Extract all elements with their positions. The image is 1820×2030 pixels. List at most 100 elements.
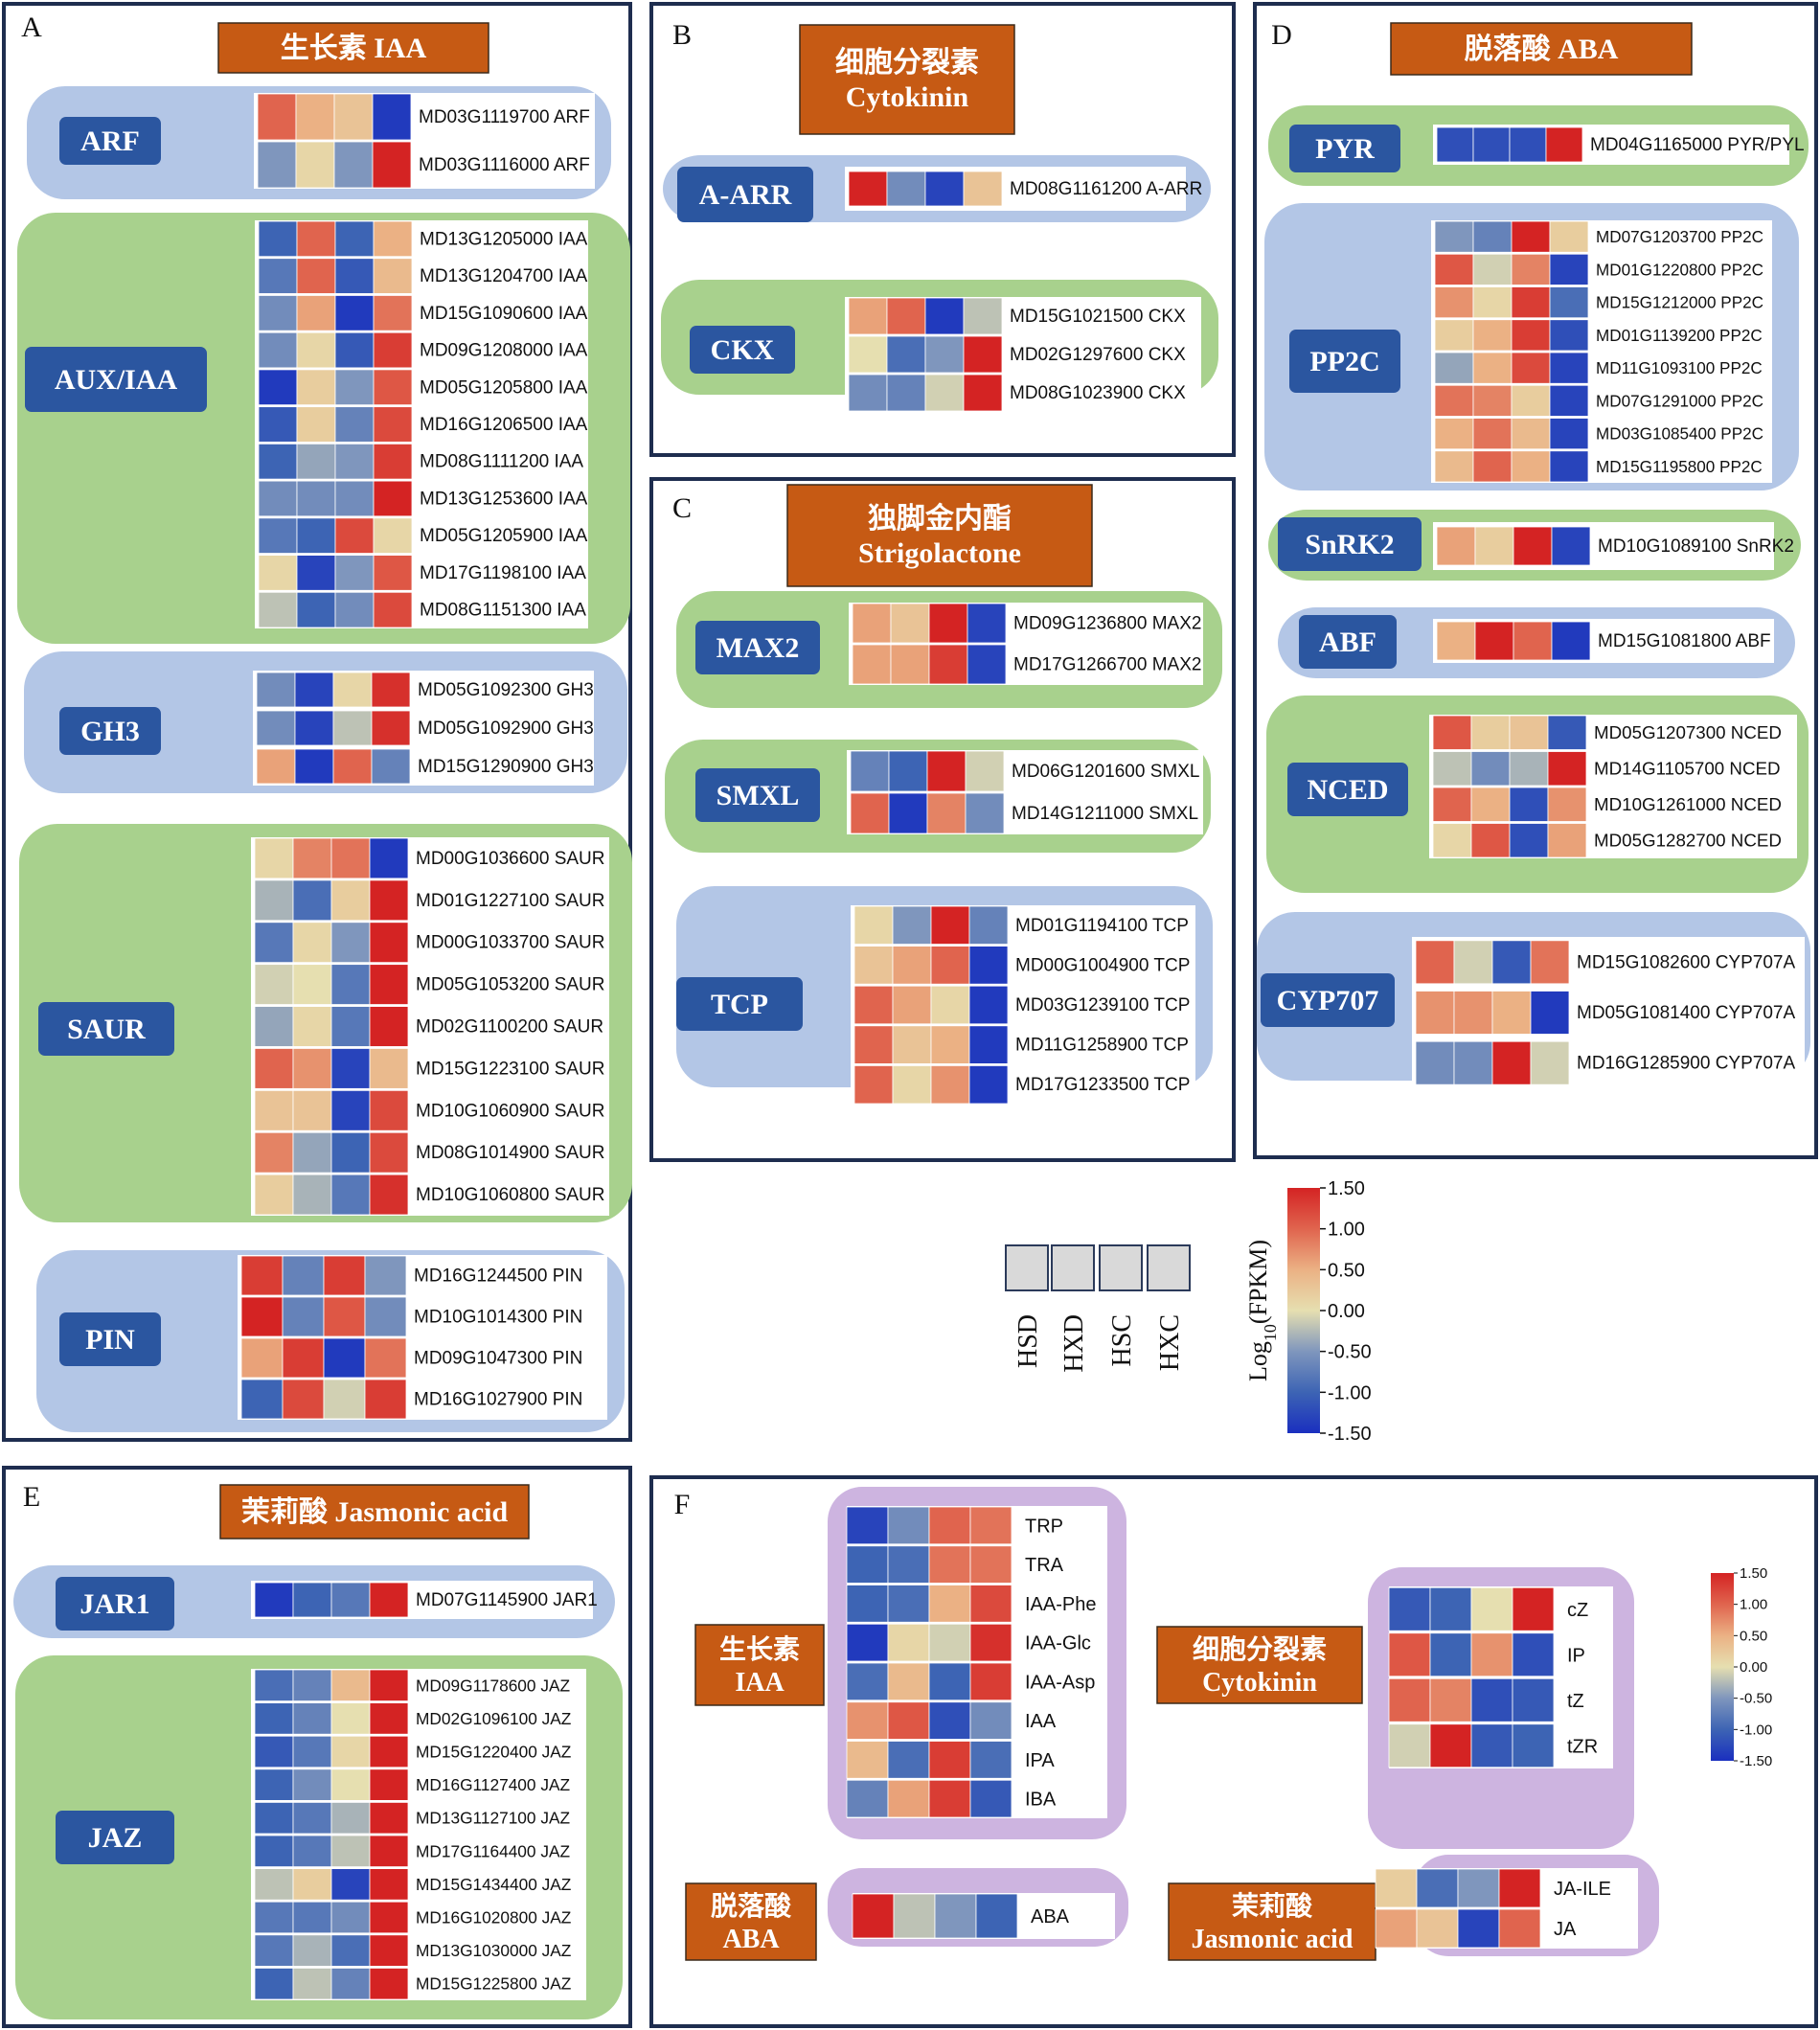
gene-label: MD05G1207300 NCED	[1594, 722, 1782, 742]
metabolite-label: tZ	[1567, 1691, 1584, 1712]
heatmap-cell	[1530, 940, 1570, 985]
gene-label: MD05G1081400 CYP707A	[1577, 1003, 1795, 1023]
heatmap-cell	[373, 406, 413, 443]
heatmap-cell	[373, 555, 413, 591]
heatmap-cell	[254, 1934, 294, 1967]
gene-label: MD08G1111200 IAA	[420, 452, 583, 472]
heatmap-cell	[296, 480, 336, 517]
panel-d-label-abf: ABF	[1319, 627, 1376, 658]
heatmap-cell	[294, 672, 334, 708]
heatmap-cell	[372, 93, 412, 141]
panel-f-title: Cytokinin	[1202, 1668, 1317, 1698]
heatmap-cell	[1549, 220, 1589, 253]
heatmap-cell	[848, 335, 888, 374]
heatmap-cell	[292, 1006, 332, 1047]
gene-label: MD03G1085400 PP2C	[1596, 425, 1763, 444]
heatmap-cell	[256, 710, 296, 746]
heatmap-cell	[1511, 220, 1551, 253]
heatmap-cell	[1470, 715, 1511, 750]
panel-c-label-box-smxl	[695, 768, 820, 822]
heatmap-cell	[254, 1582, 294, 1618]
panel-f-frame	[649, 1475, 1818, 2028]
heatmap-cell	[323, 1379, 366, 1420]
colorbar-tick-label: 1.00	[1328, 1220, 1365, 1241]
heatmap-cell	[292, 837, 332, 879]
panel-c-letter: C	[672, 492, 692, 524]
heatmap-cell	[258, 443, 298, 480]
heatmap-cell	[371, 672, 411, 708]
heatmap-cell	[292, 1802, 332, 1835]
heatmap-cell	[256, 672, 296, 708]
heatmap-cell	[371, 710, 411, 746]
panel-e-label-jar1: JAR1	[80, 1588, 149, 1620]
heatmap-cell	[373, 517, 413, 554]
heatmap-cell	[1429, 1586, 1472, 1631]
gene-label: MD09G1047300 PIN	[414, 1349, 582, 1369]
heatmap-cell	[254, 1735, 294, 1768]
gene-label: MD05G1092300 GH3	[418, 680, 594, 700]
heatmap-cell	[1547, 823, 1587, 858]
heatmap-cell	[928, 1623, 971, 1662]
gene-label: MD11G1258900 TCP	[1015, 1036, 1189, 1056]
heatmap-cell	[887, 1506, 930, 1545]
heatmap-cell	[969, 1741, 1012, 1779]
heatmap-cell	[963, 374, 1003, 412]
gene-label: MD11G1093100 PP2C	[1596, 359, 1763, 377]
panel-f-title: ABA	[722, 1925, 780, 1954]
heatmap-cell	[1457, 1908, 1500, 1949]
panel-b-label-box-ckx	[690, 326, 795, 374]
heatmap-cell	[1388, 1586, 1431, 1631]
heatmap-cell	[1375, 1868, 1418, 1908]
heatmap-cell	[1388, 1723, 1431, 1768]
panel-d-label-box-cyp707	[1261, 973, 1395, 1027]
heatmap-cell	[888, 792, 928, 834]
heatmap-cell	[1429, 1723, 1472, 1768]
heatmap-cell	[373, 331, 413, 369]
heatmap-cell	[846, 1779, 889, 1818]
gene-label: MD15G1220400 JAZ	[416, 1743, 572, 1762]
heatmap-cell	[887, 1779, 930, 1818]
heatmap-cell	[258, 331, 298, 369]
heatmap-cell	[969, 1623, 1012, 1662]
panel-d-label-box-snrk2	[1278, 517, 1422, 571]
panel-e-title-box	[219, 1484, 530, 1540]
heatmap-cell	[1509, 751, 1549, 787]
gene-label: MD16G1244500 PIN	[414, 1266, 582, 1287]
heatmap-cell	[928, 644, 968, 685]
heatmap-cell	[1511, 253, 1551, 285]
heatmap-cell	[292, 1768, 332, 1801]
gene-label: MD10G1261000 NCED	[1594, 794, 1782, 814]
gene-label: MD13G1127100 JAZ	[416, 1809, 571, 1828]
panel-a-title-box	[217, 22, 489, 74]
heatmap-cell	[967, 644, 1007, 685]
panel-e-label-jaz: JAZ	[88, 1822, 143, 1854]
heatmap-cell	[240, 1255, 284, 1296]
gene-label: MD05G1053200 SAUR	[416, 975, 605, 995]
heatmap-cell	[330, 1934, 371, 1967]
colorbar-tick-label: -0.50	[1328, 1342, 1372, 1363]
gene-label: MD10G1014300 PIN	[414, 1308, 582, 1328]
heatmap-cell	[330, 1901, 371, 1934]
heatmap-cell	[334, 295, 375, 331]
heatmap-cell	[1429, 1677, 1472, 1722]
heatmap-cell	[369, 964, 409, 1005]
heatmap-cell	[853, 1025, 894, 1064]
heatmap-cell	[1434, 220, 1474, 253]
panel-d-label-box-abf	[1299, 615, 1397, 669]
panel-e-letter: E	[23, 1481, 40, 1513]
heatmap-cell	[1436, 621, 1476, 661]
heatmap-cell	[1547, 787, 1587, 822]
heatmap-cell	[257, 141, 297, 189]
heatmap-cell	[1491, 1040, 1532, 1085]
panel-f-title-box	[685, 1882, 817, 1961]
heatmap-cell	[334, 220, 375, 258]
colorbar-tick-label: -1.00	[1328, 1382, 1372, 1403]
heatmap-cell	[1434, 450, 1474, 483]
heatmap-cell	[334, 480, 375, 517]
heatmap-cell	[1511, 450, 1551, 483]
heatmap-cell	[969, 1506, 1012, 1545]
heatmap-cell	[254, 1669, 294, 1701]
heatmap-cell	[296, 555, 336, 591]
colorbar-tick-label: 1.50	[1328, 1178, 1365, 1199]
heatmap-cell	[334, 406, 375, 443]
